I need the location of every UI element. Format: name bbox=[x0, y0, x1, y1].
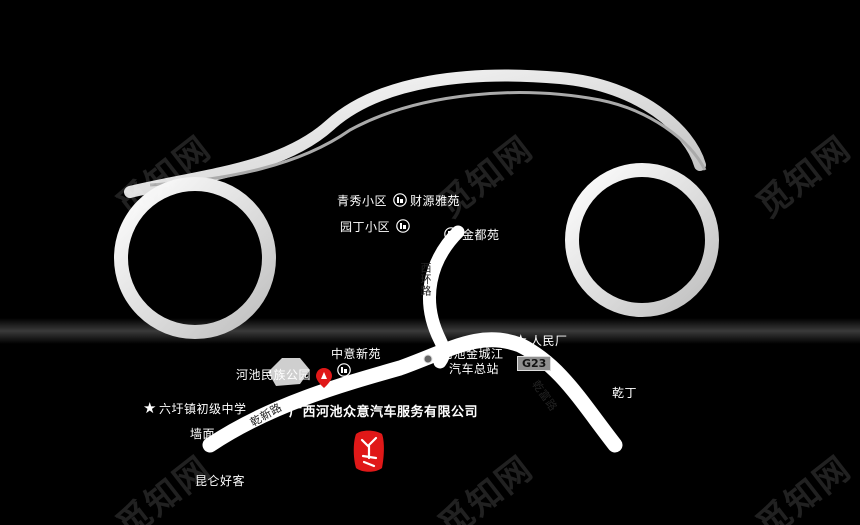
label-qingxiu: 青秀小区 bbox=[337, 194, 388, 208]
company-seal-logo bbox=[352, 428, 386, 478]
road-main bbox=[202, 332, 623, 453]
star-icon: ★ bbox=[143, 399, 157, 417]
road-badge-g23: G23 bbox=[517, 356, 552, 371]
label-qianding: 乾丁 bbox=[612, 386, 638, 400]
station-dot bbox=[423, 354, 433, 364]
park-shape bbox=[268, 358, 310, 386]
location-pin-icon[interactable] bbox=[316, 368, 332, 392]
road-xihuan bbox=[423, 225, 465, 369]
rear-wheel bbox=[565, 163, 719, 317]
road-label-xihuan: 西环路 bbox=[419, 262, 432, 297]
building-icon bbox=[444, 226, 458, 245]
label-renmin: ★人民厂 bbox=[514, 331, 568, 349]
label-renmin-text: 人民厂 bbox=[529, 334, 568, 348]
company-name: 广西河池众意汽车服务有限公司 bbox=[289, 405, 479, 420]
building-icon bbox=[337, 362, 351, 381]
label-school: ★六圩镇初级中学 bbox=[143, 399, 247, 417]
car-body-line bbox=[124, 69, 706, 198]
label-station-line2: 汽车总站 bbox=[449, 362, 500, 376]
label-yuanding: 园丁小区 bbox=[340, 220, 391, 234]
building-icon bbox=[393, 192, 407, 211]
label-caiyuan: 财源雅苑 bbox=[410, 194, 461, 208]
label-zhongyi: 中意新苑 bbox=[331, 347, 382, 361]
car-body-line bbox=[149, 91, 707, 187]
building-icon bbox=[396, 218, 410, 237]
label-jindu: 金都苑 bbox=[462, 228, 500, 242]
label-station-line1: 河池金城江 bbox=[441, 347, 504, 361]
label-qiangmian: 墙面 bbox=[190, 427, 216, 441]
star-icon: ★ bbox=[514, 331, 528, 349]
label-kunlun: 昆仑好客 bbox=[195, 474, 246, 488]
label-school-text: 六圩镇初级中学 bbox=[158, 402, 247, 416]
front-wheel bbox=[114, 177, 276, 339]
label-hechi-park: 河池民族公园 bbox=[236, 368, 312, 382]
